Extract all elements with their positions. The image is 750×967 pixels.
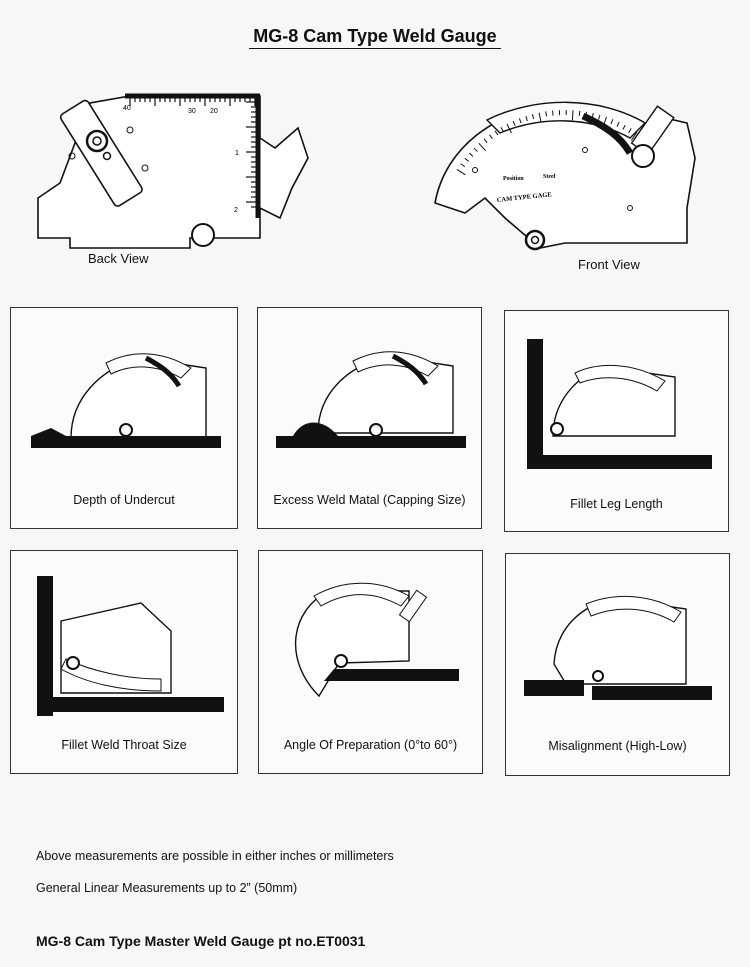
panel-caption: Misalignment (High-Low) (548, 739, 687, 753)
undercut-illustration (31, 353, 221, 448)
front-view-label: Front View (578, 257, 640, 272)
scale-number: 20 (210, 108, 218, 115)
panel-excess-weld-metal: Excess Weld Matal (Capping Size) (257, 307, 482, 529)
scale-number: 2 (234, 207, 238, 214)
panel-caption: Excess Weld Matal (Capping Size) (273, 493, 466, 507)
front-view-illustration: Position Steel CAM TYPE GAGE (434, 101, 696, 251)
gauge-text: Position (503, 176, 524, 182)
panel-misalignment: Misalignment (High-Low) (505, 553, 730, 776)
back-view-label: Back View (88, 251, 149, 266)
fillet-leg-illustration (527, 339, 712, 469)
panel-caption: Fillet Leg Length (570, 497, 663, 511)
scale-number: 1 (235, 150, 239, 157)
panel-fillet-leg-length: Fillet Leg Length (504, 310, 729, 532)
panel-caption: Fillet Weld Throat Size (61, 738, 187, 752)
panel-depth-of-undercut: Depth of Undercut (10, 307, 238, 529)
panel-caption: Depth of Undercut (73, 493, 175, 507)
misalignment-illustration (524, 596, 712, 700)
panel-angle-of-preparation: Angle Of Preparation (0°to 60°) (258, 550, 483, 774)
gauge-text: Steel (543, 174, 556, 180)
fillet-throat-illustration (37, 576, 224, 716)
scale-number: 40 (123, 105, 131, 112)
panel-caption: Angle Of Preparation (0°to 60°) (283, 738, 458, 752)
panel-fillet-weld-throat: Fillet Weld Throat Size (10, 550, 238, 774)
scale-number: 30 (188, 108, 196, 115)
note-linear-range: General Linear Measurements up to 2” (50… (36, 881, 298, 895)
angle-preparation-illustration (294, 582, 459, 698)
note-units: Above measurements are possible in eithe… (36, 849, 394, 863)
back-view-illustration: 40 30 20 1 2 (37, 93, 309, 249)
footer-part-number: MG-8 Cam Type Master Weld Gauge pt no.ET… (36, 933, 366, 949)
excess-weld-illustration (276, 351, 466, 448)
document-title: MG-8 Cam Type Weld Gauge (0, 26, 750, 49)
